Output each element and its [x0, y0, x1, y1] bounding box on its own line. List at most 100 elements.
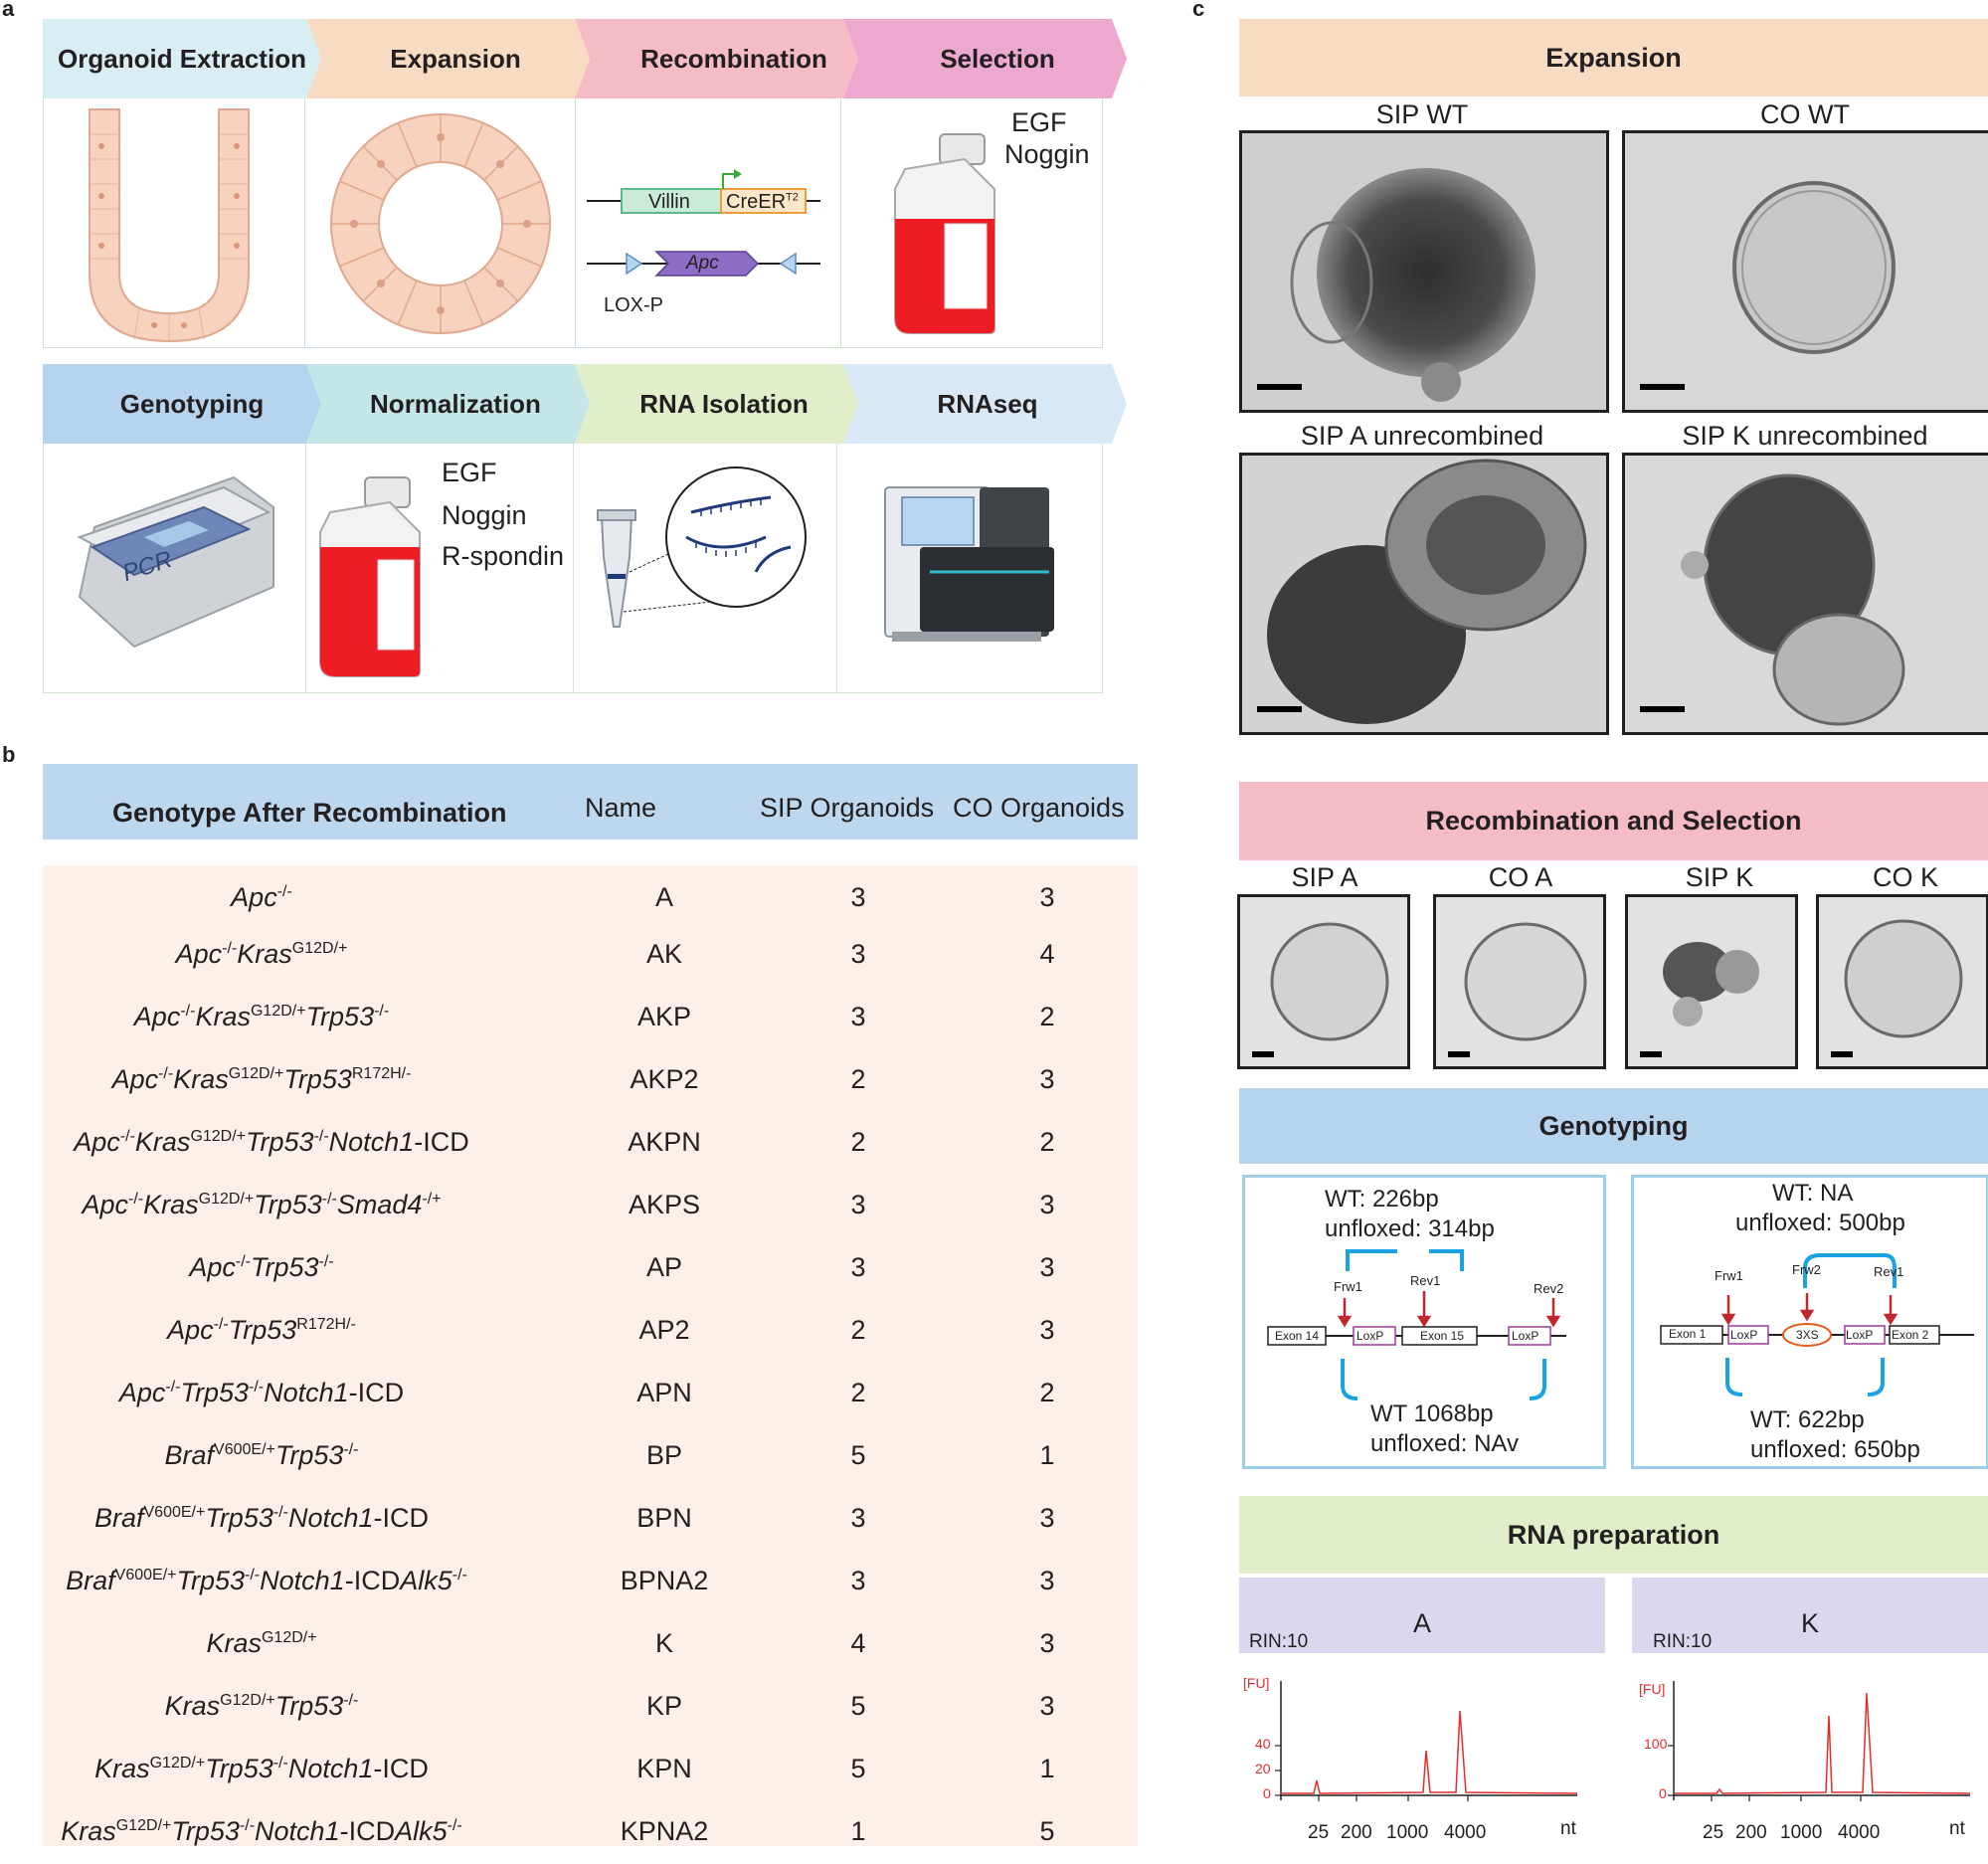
ytick-k-100: 100 [1644, 1736, 1668, 1752]
kras-primer-rev1: Rev1 [1874, 1264, 1904, 1279]
step-rnaseq: RNAseq [937, 388, 1038, 419]
apc-wt-product-bottom: WT 1068bp [1370, 1400, 1494, 1427]
name-cell: APN [636, 1378, 692, 1407]
sip-count: 5 [850, 1754, 866, 1783]
rna-header-k [1632, 1578, 1988, 1653]
micrograph-sip-k-unrecombined [1622, 453, 1988, 735]
sip-count: 3 [850, 1190, 866, 1219]
step-selection: Selection [940, 43, 1055, 74]
sip-count: 2 [850, 1315, 866, 1345]
apc-box-exon14: Exon 14 [1275, 1329, 1320, 1343]
table-row: KrasG12D/+Trp53-/- KP 5 3 [43, 1677, 1138, 1739]
xtick-k-200: 200 [1735, 1822, 1767, 1843]
header-genotype: Genotype After Recombination [112, 798, 507, 828]
xtick-a-25: 25 [1308, 1822, 1330, 1843]
scale-bar [1640, 384, 1685, 390]
kras-box-loxp2: LoxP [1846, 1328, 1874, 1342]
apc-label: Apc [686, 253, 719, 274]
name-cell: BPN [636, 1503, 692, 1533]
apc-unfloxed-product-top: unfloxed: 314bp [1325, 1215, 1495, 1242]
xtick-k-4000: 4000 [1838, 1822, 1881, 1843]
normalization-medium-egf: EGF [442, 458, 497, 487]
table-row: Apc-/-Trp53R172H/- AP2 2 3 [43, 1301, 1138, 1363]
step-genotyping: Genotyping [119, 388, 265, 419]
micro-label-sip-k-unrecombined: SIP K unrecombined [1682, 421, 1928, 451]
co-count: 2 [1039, 1127, 1055, 1157]
genotype-cell: BrafV600E/+Trp53-/-Notch1-ICD [93, 1503, 430, 1533]
sip-count: 3 [850, 1002, 866, 1031]
ytick-k-0: 0 [1659, 1785, 1667, 1801]
co-count: 3 [1039, 1566, 1055, 1595]
co-count: 2 [1039, 1002, 1055, 1031]
apc-box-exon15: Exon 15 [1420, 1329, 1465, 1343]
co-count: 1 [1039, 1440, 1055, 1470]
micrograph-sip-a-unrecombined [1239, 453, 1609, 735]
scale-bar [1640, 1051, 1662, 1057]
table-row: Apc-/-KrasG12D/+Trp53-/-Smad4-/+ AKPS 3 … [43, 1176, 1138, 1237]
name-cell: AP2 [638, 1315, 690, 1345]
kras-box-loxp1: LoxP [1730, 1328, 1758, 1342]
top-arrow-band [43, 19, 1127, 98]
micrograph-sip-wt [1239, 130, 1609, 413]
kras-box-exon2: Exon 2 [1892, 1328, 1929, 1342]
genotype-cell: Apc-/-KrasG12D/+Trp53-/-Notch1-ICD [74, 1127, 469, 1157]
panel-label-b: b [2, 742, 16, 767]
xtick-a-4000: 4000 [1444, 1822, 1487, 1843]
co-count: 2 [1039, 1378, 1055, 1407]
creer-label: CreERT2 [726, 191, 799, 213]
selection-medium-egf: EGF [1011, 107, 1067, 137]
sip-count: 2 [850, 1127, 866, 1157]
organoid-ring-illustration [330, 113, 551, 334]
scale-bar [1640, 706, 1685, 712]
recombination-construct [587, 169, 820, 277]
apc-box-loxp2: LoxP [1512, 1329, 1539, 1343]
co-count: 3 [1039, 1691, 1055, 1721]
electropherogram-k [1668, 1681, 1971, 1801]
sip-count: 4 [850, 1628, 866, 1658]
fu-label-a: [FU] [1243, 1675, 1270, 1691]
micro-label-sip-wt: SIP WT [1375, 99, 1469, 129]
genotype-cell: Apc-/-KrasG12D/+ [175, 939, 348, 969]
sip-count: 3 [850, 1566, 866, 1595]
apc-wt-product-top: WT: 226bp [1325, 1186, 1439, 1212]
table-row: KrasG12D/+Trp53-/-Notch1-ICD KPN 5 1 [43, 1740, 1138, 1801]
name-cell: KPN [636, 1754, 692, 1783]
villin-label: Villin [648, 191, 690, 213]
pcr-machine-icon [77, 475, 274, 649]
co-count: 1 [1039, 1754, 1055, 1783]
genotyping-banner: Genotyping [1239, 1088, 1988, 1164]
genotype-cell: Apc-/-KrasG12D/+Trp53R172H/- [111, 1064, 412, 1094]
kras-box-3xs: 3XS [1796, 1328, 1819, 1342]
sip-count: 3 [850, 882, 866, 912]
step-recombination: Recombination [640, 43, 827, 74]
expansion-banner: Expansion [1239, 19, 1988, 96]
sip-count: 5 [850, 1691, 866, 1721]
sip-count: 3 [850, 1252, 866, 1282]
bottom-arrow-band [43, 364, 1127, 444]
name-cell: AKPS [628, 1190, 701, 1219]
panel-label-c: c [1192, 0, 1205, 21]
kras-wt-product-bottom: WT: 622bp [1750, 1406, 1865, 1433]
rna-isolation-illustration [597, 466, 807, 628]
co-count: 3 [1039, 1315, 1055, 1345]
sip-count: 2 [850, 1378, 866, 1407]
apc-unfloxed-product-bottom: unfloxed: NAv [1370, 1430, 1519, 1457]
genotype-cell: BrafV600E/+Trp53-/-Notch1-ICDAlk5-/- [66, 1566, 467, 1595]
name-cell: BP [645, 1440, 683, 1470]
table-row: Apc-/-KrasG12D/+Trp53R172H/- AKP2 2 3 [43, 1050, 1138, 1112]
table-row: KrasG12D/+Trp53-/-Notch1-ICDAlk5-/- KPNA… [43, 1802, 1138, 1864]
scale-bar [1252, 1051, 1274, 1057]
table-row: BrafV600E/+Trp53-/- BP 5 1 [43, 1426, 1138, 1488]
step-organoid-extraction: Organoid Extraction [58, 43, 306, 74]
rna-header-a [1239, 1578, 1605, 1653]
name-cell: AP [645, 1252, 683, 1282]
co-count: 3 [1039, 1190, 1055, 1219]
normalization-flask-icon [319, 476, 421, 677]
co-count: 5 [1039, 1816, 1055, 1846]
table-row: Apc-/-KrasG12D/+Trp53-/-Notch1-ICD AKPN … [43, 1113, 1138, 1175]
micrograph-sip-a [1237, 894, 1410, 1069]
kras-primer-frw2: Frw2 [1792, 1262, 1821, 1277]
apc-primer-rev1: Rev1 [1410, 1273, 1441, 1288]
normalization-medium-rspondin: R-spondin [442, 541, 565, 571]
scale-bar [1831, 1051, 1853, 1057]
